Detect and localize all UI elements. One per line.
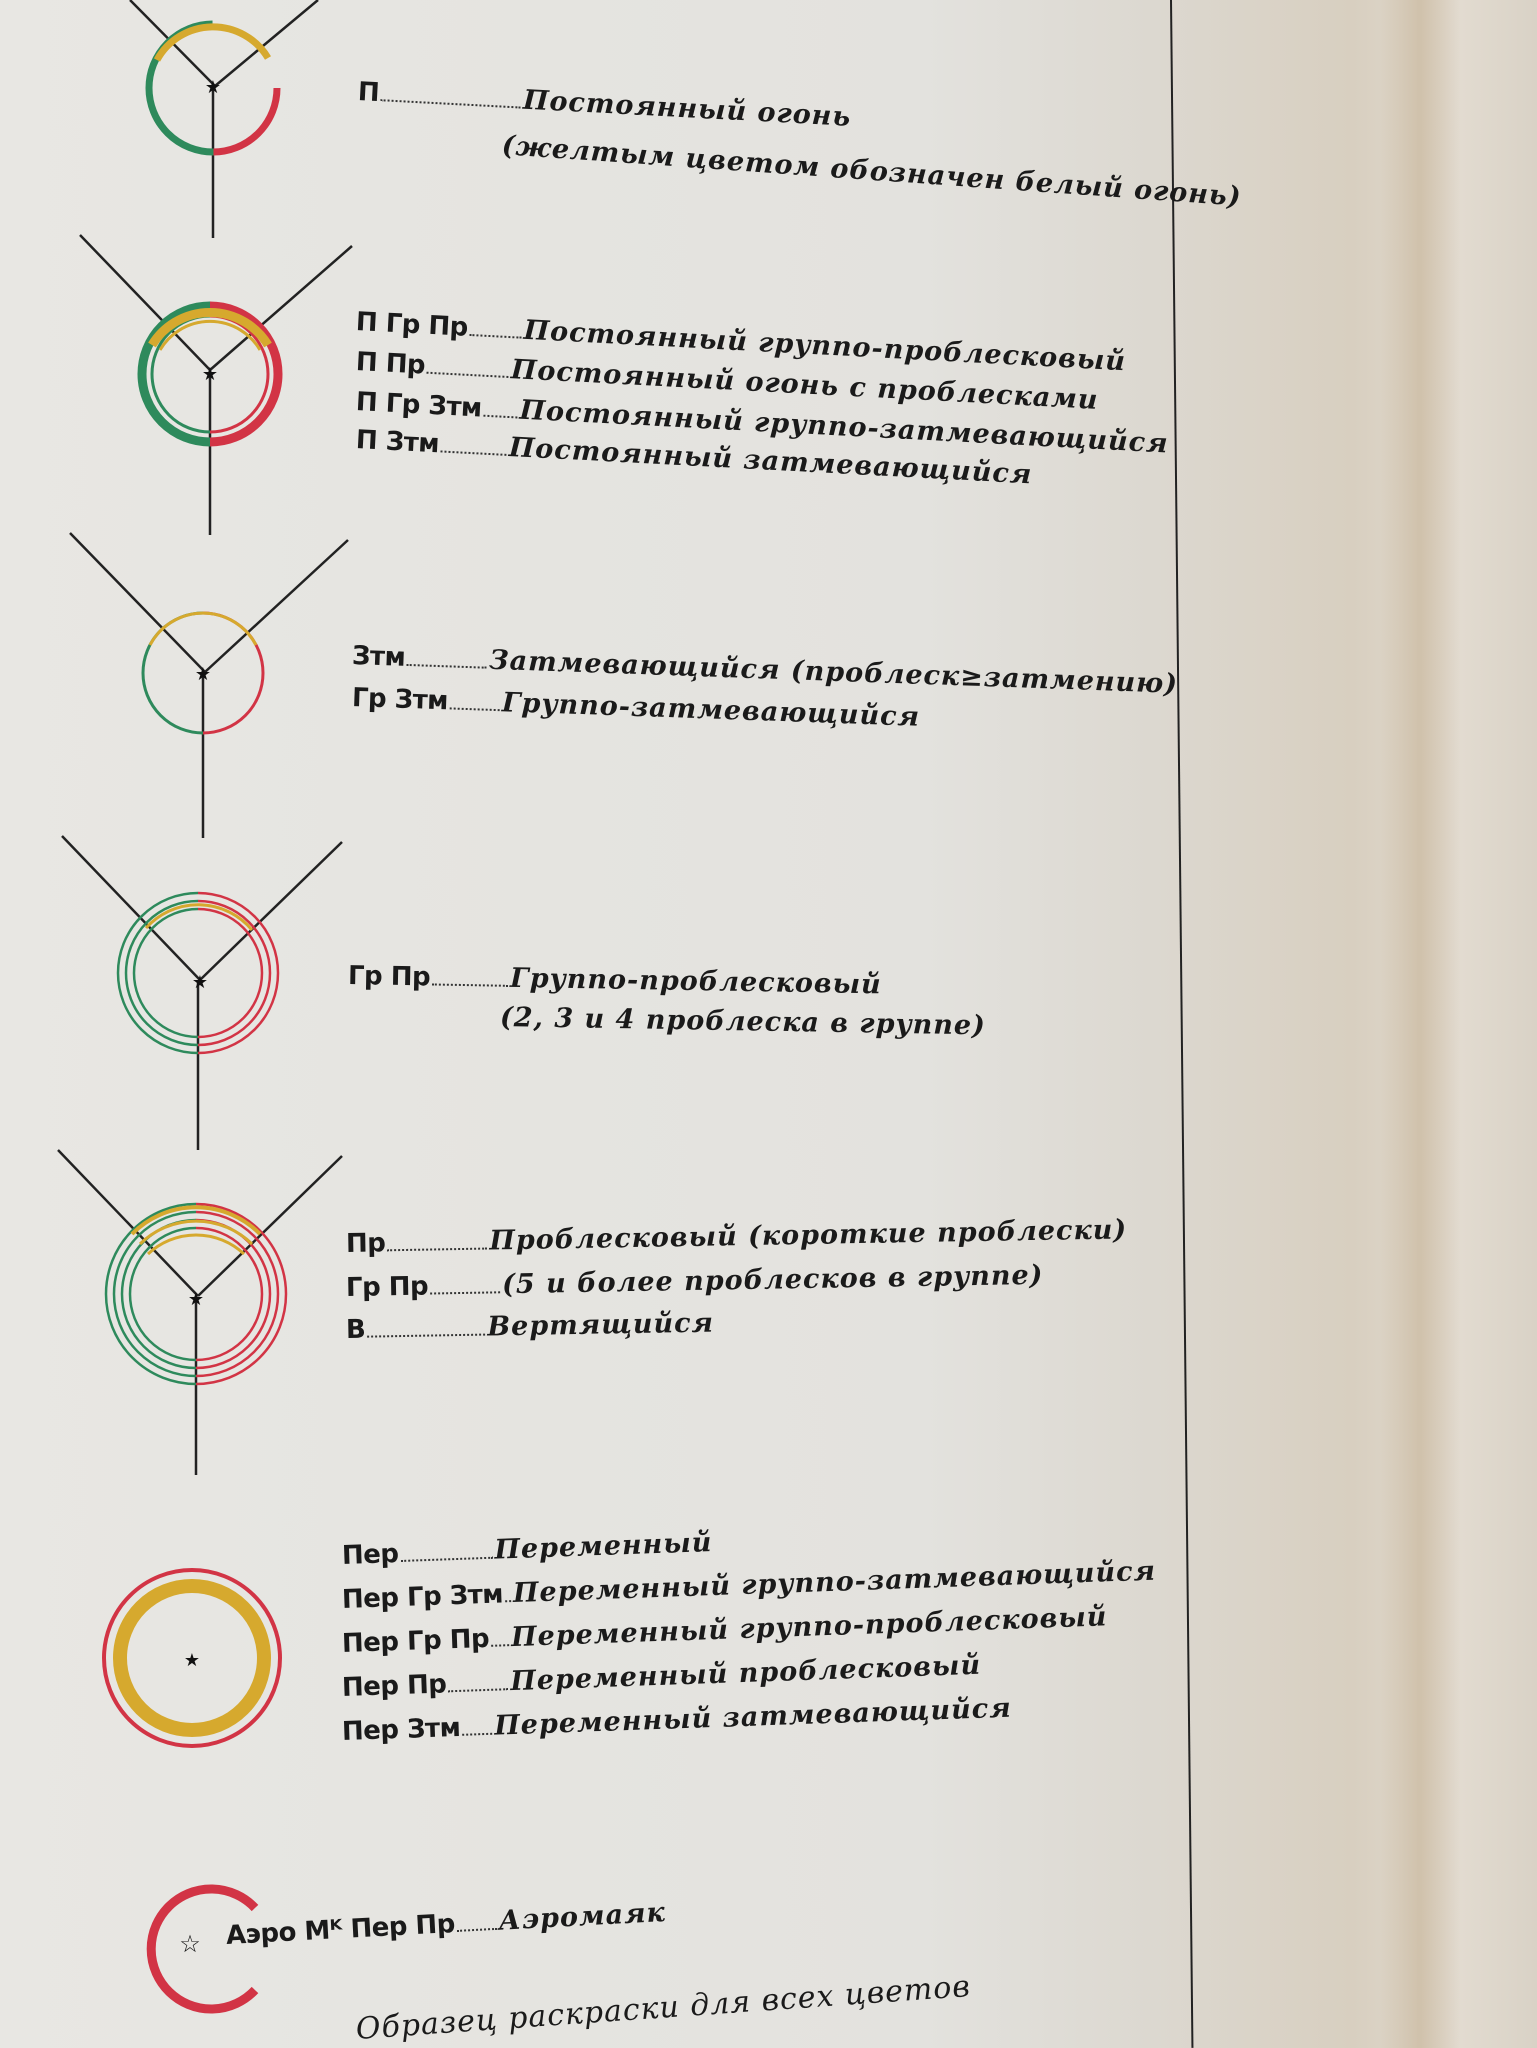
abbreviation: Пер Зтм	[341, 1712, 461, 1747]
abbreviation: П	[357, 77, 380, 109]
abbreviation: Гр Пр	[347, 961, 431, 993]
alternating-light-symbol: ★	[102, 1568, 282, 1748]
description: Группо-проблесковый	[509, 962, 882, 1001]
outline-star-icon: ☆	[179, 1930, 201, 1958]
abbreviation: П Зтм	[355, 425, 440, 460]
abbreviation: В	[345, 1314, 366, 1345]
star-icon: ★	[192, 972, 208, 993]
abbreviation: Пер	[341, 1539, 400, 1571]
star-icon: ★	[184, 1650, 200, 1671]
abbreviation: Гр Пр	[345, 1271, 429, 1303]
abbreviation: Пер Гр Пр	[341, 1623, 490, 1659]
fixed-and-flashing-symbol: ★	[79, 234, 353, 535]
abbreviation: Пр	[345, 1228, 386, 1259]
abbreviation: Пер Гр Зтм	[341, 1579, 504, 1615]
flashing-symbol: ★	[57, 1149, 343, 1475]
group-flashing-symbol: ★	[61, 835, 343, 1150]
aero-beacon-symbol: ☆	[146, 1884, 259, 2014]
abbreviation: Зтм	[351, 641, 406, 673]
white-sector	[153, 23, 272, 62]
book-spine-shadow	[1380, 0, 1460, 2048]
star-icon: ★	[188, 1289, 204, 1310]
abbreviation: Гр Зтм	[351, 683, 449, 717]
abbreviation: П Пр	[355, 347, 426, 381]
occulting-light-symbol: ★	[69, 532, 349, 838]
star-icon: ★	[202, 364, 218, 385]
legend-entry: В Вертящийся	[346, 1308, 715, 1345]
abbreviation: Пер Пр	[341, 1669, 447, 1703]
fixed-light-symbol: ★	[129, 0, 319, 238]
description: Вертящийся	[487, 1307, 715, 1343]
star-icon: ★	[205, 77, 221, 98]
abbreviation: П Гр Пр	[355, 307, 469, 343]
green-sector	[145, 20, 281, 156]
star-icon: ★	[195, 664, 211, 685]
